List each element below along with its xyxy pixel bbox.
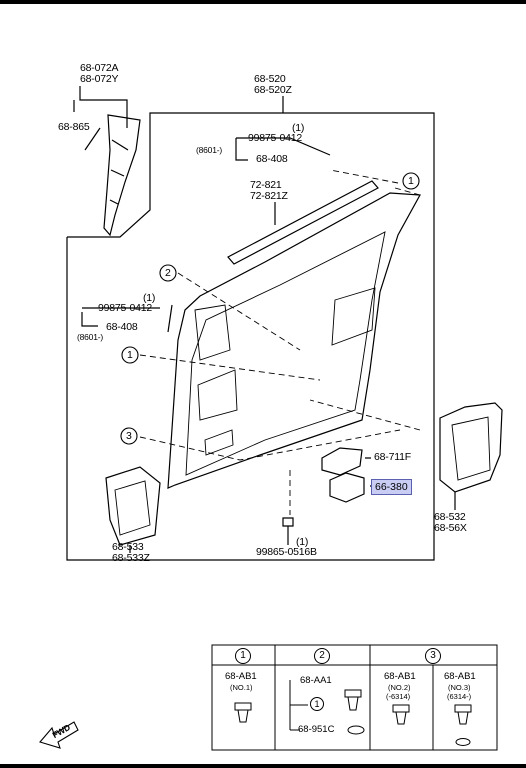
pillar-trim — [103, 114, 141, 237]
label-screw-top-note: (8601-) — [196, 145, 223, 155]
label-screw-top-part: 99875-0412 — [248, 132, 303, 144]
label-screw-mid-part: 99875-0412 — [98, 302, 153, 314]
table-col3a-note2: (-6314) — [386, 692, 411, 701]
table-col3b-note2: (6314-) — [447, 692, 472, 701]
table-col1-part: 68-AB1 — [225, 671, 257, 682]
top-border — [0, 0, 526, 4]
label-switch-highlighted[interactable]: 66-380 — [371, 479, 412, 495]
label-screw-top-alt: 68-408 — [256, 153, 288, 165]
switch-shape — [329, 472, 365, 503]
armrest-trim — [439, 402, 503, 493]
label-screw-mid-note: (8601-) — [77, 332, 104, 342]
switch-panel-shape — [321, 447, 363, 476]
label-pillar-trim-b: 68-072Y — [80, 73, 119, 85]
weatherstrip — [227, 180, 379, 265]
door-panel — [167, 192, 421, 489]
table-col2-part-top: 68-AA1 — [300, 675, 332, 686]
fwd-arrow — [39, 721, 79, 749]
table-col2-ref: 1 — [310, 697, 324, 711]
label-switch-panel: 68-711F — [374, 451, 411, 463]
label-screw-mid-qty: (1) — [143, 292, 156, 304]
door-pocket — [105, 466, 161, 546]
callout-1-left: 1 — [127, 349, 133, 361]
table-header-2: 2 — [314, 648, 330, 664]
table-col3b-note1: (NO.3) — [448, 683, 471, 692]
callout-3: 3 — [126, 430, 132, 442]
label-pillar-trim-a: 68-072A — [80, 62, 119, 74]
callout-2: 2 — [165, 267, 171, 279]
label-door-trim-a: 68-520 — [254, 73, 286, 85]
label-door-trim-b: 68-520Z — [254, 84, 292, 96]
label-bolt-qty: (1) — [296, 536, 309, 548]
label-weatherstrip-b: 72-821Z — [250, 190, 288, 202]
frame-outline — [66, 112, 435, 561]
label-bolt-part: 99865-0516B — [256, 546, 317, 558]
label-armrest-trim-a: 68-532 — [434, 511, 466, 523]
table-col1-note: (NO.1) — [230, 683, 253, 692]
bolt-shape — [282, 517, 294, 540]
table-col3b-part: 68-AB1 — [444, 671, 476, 682]
label-armrest-trim-b: 68-56X — [434, 522, 467, 534]
table-col3a-note1: (NO.2) — [388, 683, 411, 692]
table-col3a-part: 68-AB1 — [384, 671, 416, 682]
label-screw-top-qty: (1) — [292, 122, 305, 134]
label-screw-mid-alt: 68-408 — [106, 321, 138, 333]
table-header-1: 1 — [235, 648, 251, 664]
label-weatherstrip-a: 72-821 — [250, 179, 282, 191]
table-col2-part-bottom: 68-951C — [298, 724, 335, 735]
bottom-border — [0, 764, 526, 768]
label-pocket-a: 68-533 — [112, 541, 144, 553]
label-pocket-b: 68-533Z — [112, 552, 150, 564]
callout-1-top: 1 — [408, 175, 414, 187]
label-pillar-clip: 68-865 — [58, 121, 90, 133]
table-header-3: 3 — [425, 648, 441, 664]
